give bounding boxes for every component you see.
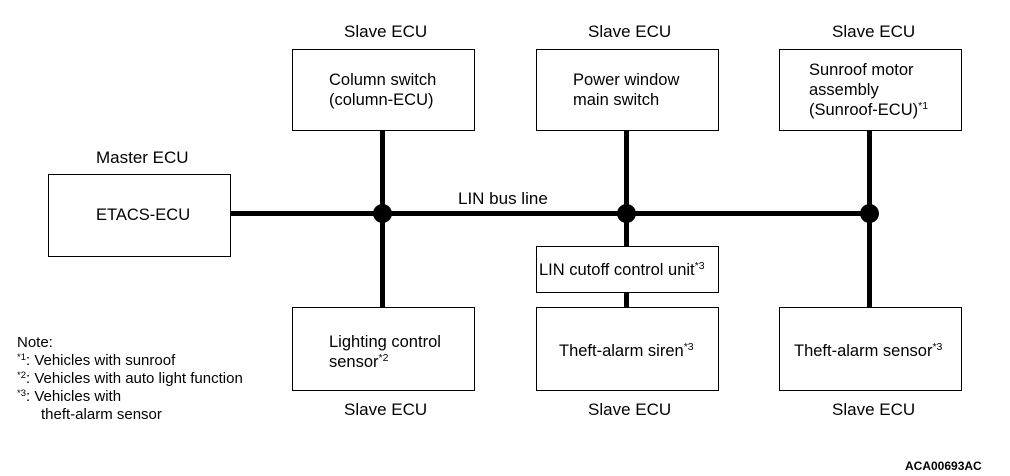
sunroof-text: Sunroof motor assembly (Sunroof-ECU)*1	[809, 60, 928, 120]
lin-bus-line	[230, 211, 872, 216]
power-window-line1: Power window	[573, 71, 680, 89]
lin-cutoff-footnote-mark: *3	[694, 260, 705, 272]
column-switch-line1: Column switch	[329, 71, 437, 89]
slave-ecu-label-theft-sensor: Slave ECU	[832, 400, 916, 419]
junction-dot-power-window	[617, 204, 636, 223]
note-item-1: *1: Vehicles with sunroof	[17, 352, 175, 370]
lin-cutoff-label: LIN cutoff control unit	[539, 261, 695, 279]
sunroof-line3: (Sunroof-ECU)*1	[809, 100, 928, 120]
theft-siren-text: Theft-alarm siren*3	[559, 341, 694, 361]
power-window-text: Power window main switch	[573, 70, 679, 110]
lighting-line1: Lighting control	[329, 333, 441, 351]
sunroof-line1: Sunroof motor	[809, 61, 914, 79]
figure-code: ACA00693AC	[905, 459, 982, 473]
slave-ecu-label-sunroof: Slave ECU	[832, 22, 916, 41]
master-ecu-label: Master ECU	[96, 148, 189, 167]
lighting-line2-text: sensor	[329, 353, 379, 371]
note-3-text: : Vehicles with	[25, 388, 122, 405]
theft-sensor-text: Theft-alarm sensor*3	[794, 341, 942, 361]
note-item-3-continuation: theft-alarm sensor	[41, 406, 162, 423]
power-window-line2: main switch	[573, 91, 660, 109]
lin-bus-line-label: LIN bus line	[458, 189, 548, 208]
sunroof-footnote-mark: *1	[918, 100, 929, 112]
notes-title: Note:	[17, 334, 53, 351]
note-3-mark: *3	[17, 388, 26, 399]
theft-siren-footnote-mark: *3	[683, 341, 694, 353]
theft-siren-label: Theft-alarm siren	[559, 342, 684, 360]
slave-ecu-label-lighting: Slave ECU	[344, 400, 428, 419]
theft-sensor-label: Theft-alarm sensor	[794, 342, 933, 360]
sunroof-line3-text: (Sunroof-ECU)	[809, 101, 919, 119]
sunroof-motor-box: Sunroof motor assembly (Sunroof-ECU)*1	[779, 49, 962, 131]
column-switch-box: Column switch (column-ECU)	[292, 49, 475, 131]
junction-dot-sunroof	[860, 204, 879, 223]
power-window-switch-box: Power window main switch	[536, 49, 719, 131]
note-1-text: : Vehicles with sunroof	[25, 352, 176, 369]
lin-cutoff-text: LIN cutoff control unit*3	[539, 260, 705, 280]
etacs-ecu-box: ETACS-ECU	[48, 174, 231, 257]
slave-ecu-label-power-window: Slave ECU	[588, 22, 672, 41]
note-1-mark: *1	[17, 352, 26, 363]
etacs-ecu-text: ETACS-ECU	[96, 206, 191, 224]
slave-ecu-label-siren: Slave ECU	[588, 400, 672, 419]
lighting-control-sensor-box: Lighting control sensor*2	[292, 307, 475, 391]
note-2-text: : Vehicles with auto light function	[25, 370, 243, 387]
power-window-connector	[624, 130, 629, 247]
note-2-mark: *2	[17, 370, 26, 381]
column-switch-line2: (column-ECU)	[329, 91, 434, 109]
note-item-2: *2: Vehicles with auto light function	[17, 370, 243, 388]
cutoff-to-siren-connector	[624, 292, 629, 308]
theft-sensor-footnote-mark: *3	[932, 341, 943, 353]
lighting-line2: sensor*2	[329, 352, 441, 372]
note-item-3: *3: Vehicles with	[17, 388, 121, 406]
lighting-text: Lighting control sensor*2	[329, 332, 441, 372]
sunroof-line2: assembly	[809, 81, 879, 99]
theft-alarm-siren-box: Theft-alarm siren*3	[536, 307, 719, 391]
lin-cutoff-control-unit-box: LIN cutoff control unit*3	[536, 246, 719, 293]
theft-alarm-sensor-box: Theft-alarm sensor*3	[779, 307, 962, 391]
slave-ecu-label-column: Slave ECU	[344, 22, 428, 41]
lighting-footnote-mark: *2	[378, 352, 389, 364]
column-switch-text: Column switch (column-ECU)	[329, 70, 436, 110]
junction-dot-column	[373, 204, 392, 223]
